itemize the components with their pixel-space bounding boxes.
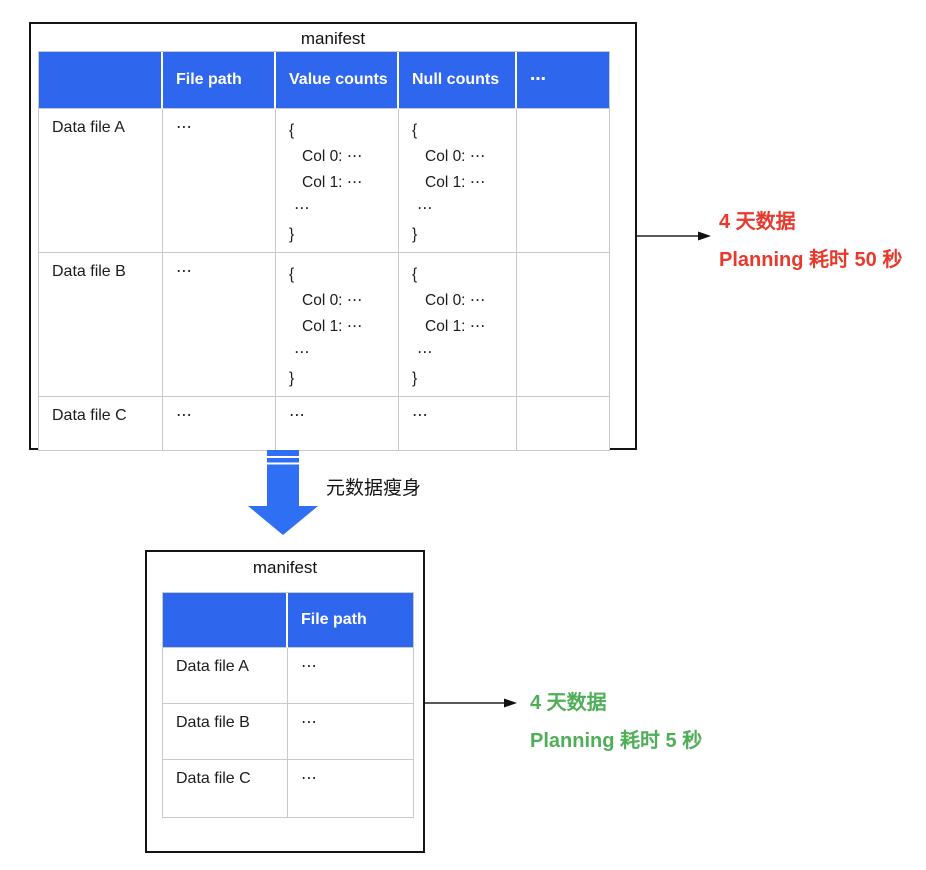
json-line: } bbox=[412, 370, 418, 387]
json-line: Col 0: ⋯ bbox=[302, 292, 363, 309]
json-line: Col 0: ⋯ bbox=[425, 148, 486, 165]
json-line: Col 0: ⋯ bbox=[302, 148, 363, 165]
json-line: Col 1: ⋯ bbox=[302, 318, 363, 335]
cell-file-path: ⋯ bbox=[288, 648, 413, 704]
table-row-data-file-a: Data file A ⋯ { Col 0: ⋯ Col 1: ⋯ ⋯ } { … bbox=[39, 109, 609, 253]
before-annotation-line1: 4 天数据 bbox=[719, 211, 796, 233]
header-cell-file-path: File path bbox=[163, 52, 276, 109]
arrow-to-before-annotation-icon bbox=[637, 231, 711, 241]
manifest-before-title: manifest bbox=[300, 29, 366, 48]
json-line: { bbox=[412, 122, 418, 139]
cell-name: Data file A bbox=[163, 648, 288, 704]
cell-file-path: ⋯ bbox=[163, 109, 276, 253]
before-annotation: 4 天数据 Planning 耗时 50 秒 bbox=[719, 203, 902, 279]
json-line: } bbox=[289, 370, 295, 387]
json-line: { bbox=[412, 266, 418, 283]
cell-name: Data file B bbox=[163, 704, 288, 760]
header-row: File path Value counts Null counts ⋯ bbox=[39, 52, 609, 109]
json-line: ⋯ bbox=[294, 200, 310, 217]
cell-null-counts: { Col 0: ⋯ Col 1: ⋯ ⋯ } bbox=[399, 109, 517, 253]
manifest-before-table: File path Value counts Null counts ⋯ Dat… bbox=[38, 51, 610, 451]
manifest-after-title: manifest bbox=[252, 558, 318, 577]
json-line: ⋯ bbox=[417, 200, 433, 217]
cell-file-path: ⋯ bbox=[163, 397, 276, 450]
cell-value-counts: { Col 0: ⋯ Col 1: ⋯ ⋯ } bbox=[276, 109, 399, 253]
after-annotation-line1: 4 天数据 bbox=[530, 692, 607, 714]
table-row-data-file-b: Data file B ⋯ { Col 0: ⋯ Col 1: ⋯ ⋯ } { … bbox=[39, 253, 609, 397]
after-annotation: 4 天数据 Planning 耗时 5 秒 bbox=[530, 684, 702, 760]
json-line: { bbox=[289, 266, 295, 283]
json-line: { bbox=[289, 122, 295, 139]
cell-name: Data file C bbox=[163, 760, 288, 817]
json-line: Col 1: ⋯ bbox=[425, 318, 486, 335]
header-cell-name bbox=[163, 593, 288, 648]
header-row: File path bbox=[163, 593, 413, 648]
cell-null-counts: { Col 0: ⋯ Col 1: ⋯ ⋯ } bbox=[399, 253, 517, 397]
cell-name: Data file C bbox=[39, 397, 163, 450]
header-cell-more: ⋯ bbox=[517, 52, 609, 109]
cell-name: Data file B bbox=[39, 253, 163, 397]
cell-file-path: ⋯ bbox=[288, 704, 413, 760]
table-row-data-file-b: Data file B ⋯ bbox=[163, 704, 413, 760]
header-cell-null-counts: Null counts bbox=[399, 52, 517, 109]
json-line: Col 0: ⋯ bbox=[425, 292, 486, 309]
before-annotation-line2: Planning 耗时 50 秒 bbox=[719, 249, 903, 271]
cell-value-counts: ⋯ bbox=[276, 397, 399, 450]
cell-more bbox=[517, 253, 609, 397]
table-row-data-file-c: Data file C ⋯ bbox=[163, 760, 413, 817]
down-arrow-icon bbox=[248, 450, 318, 535]
cell-file-path: ⋯ bbox=[163, 253, 276, 397]
header-cell-file-path: File path bbox=[288, 593, 413, 648]
header-cell-name bbox=[39, 52, 163, 109]
json-line: ⋯ bbox=[417, 344, 433, 361]
after-annotation-line2: Planning 耗时 5 秒 bbox=[530, 730, 703, 752]
header-cell-value-counts: Value counts bbox=[276, 52, 399, 109]
json-line: Col 1: ⋯ bbox=[425, 174, 486, 191]
json-line: Col 1: ⋯ bbox=[302, 174, 363, 191]
transform-label: 元数据瘦身 bbox=[326, 478, 422, 499]
cell-more bbox=[517, 397, 609, 450]
json-line: } bbox=[289, 226, 295, 243]
cell-null-counts: ⋯ bbox=[399, 397, 517, 450]
manifest-after-table: File path Data file A ⋯ Data file B ⋯ Da… bbox=[162, 592, 414, 818]
cell-file-path: ⋯ bbox=[301, 770, 317, 787]
arrow-to-after-annotation-icon bbox=[425, 698, 517, 708]
cell-more bbox=[517, 109, 609, 253]
cell-value-counts: { Col 0: ⋯ Col 1: ⋯ ⋯ } bbox=[276, 253, 399, 397]
table-row-data-file-c: Data file C ⋯ ⋯ ⋯ bbox=[39, 397, 609, 450]
json-line: ⋯ bbox=[294, 344, 310, 361]
json-line: } bbox=[412, 226, 418, 243]
table-row-data-file-a: Data file A ⋯ bbox=[163, 648, 413, 704]
cell-name: Data file A bbox=[39, 109, 163, 253]
